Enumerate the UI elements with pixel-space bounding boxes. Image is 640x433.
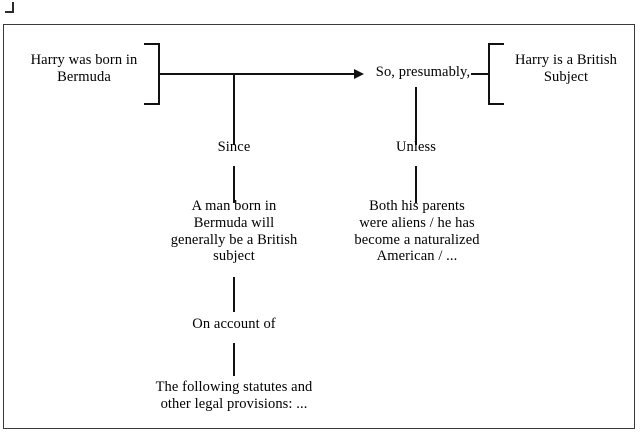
connector-unless-to-rebuttal [415,166,417,203]
scan-artifact-mark [5,2,14,13]
connector-arrow-to-since [233,73,235,145]
node-warrant: A man born in Bermuda will generally be … [170,198,298,265]
connector-qualifier-to-unless [415,87,417,145]
connector-qualifier-to-claim [471,73,488,76]
claim-bracket [488,43,504,105]
node-qualifier: So, presumably, [375,64,471,80]
connector-on-account-of-to-backing [233,343,235,376]
connector-datum-to-qualifier [158,73,357,76]
diagram-frame: Harry was born in Bermuda So, presumably… [3,24,635,429]
connector-since-to-warrant [233,166,235,203]
node-on-account-of-label: On account of [192,316,276,332]
node-rebuttal: Both his parents were aliens / he has be… [354,198,480,265]
node-datum: Harry was born in Bermuda [30,52,138,85]
arrowhead-to-qualifier [354,69,364,79]
node-unless-label: Unless [395,139,437,155]
node-backing: The following statutes and other legal p… [155,379,313,412]
node-claim: Harry is a British Subject [514,52,618,85]
connector-warrant-to-on-account-of [233,277,235,312]
node-since-label: Since [217,139,251,155]
